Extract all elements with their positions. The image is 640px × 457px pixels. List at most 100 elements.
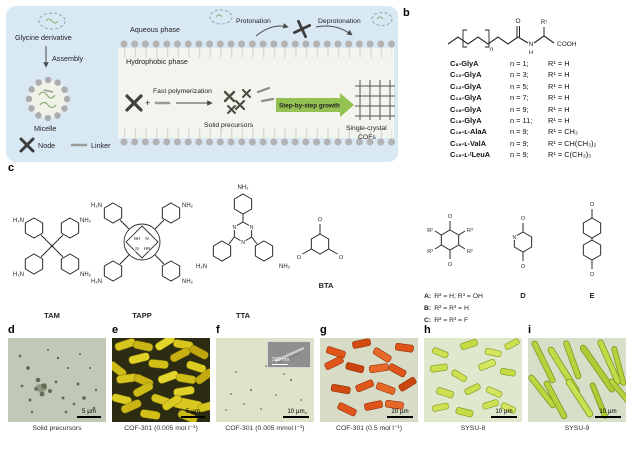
free-node-icon <box>292 19 312 39</box>
aldehyde-o: O <box>448 262 453 268</box>
label-micelle: Micelle <box>34 124 56 133</box>
caption-i: SYSU-9 <box>564 425 590 432</box>
cooh-group: COOH <box>557 41 577 48</box>
atom-h: H <box>529 50 533 56</box>
label-d: D <box>520 291 526 300</box>
amine-label: NH₂ <box>80 218 92 224</box>
micrograph-h: 10 µm SYSU-8 <box>424 338 522 433</box>
amine-label: NH₂ <box>238 185 250 191</box>
label-fast-polymerization: Fast polymerization <box>153 88 212 95</box>
label-assembly: Assembly <box>52 54 84 63</box>
node-icon <box>19 137 35 153</box>
label-hydrophobic-phase: Hydrophobic phase <box>126 57 188 66</box>
amine-label: H₂N <box>13 272 24 278</box>
e-structure: O O <box>582 202 602 278</box>
repeat-count-n: n <box>490 47 494 53</box>
glycine-squiggle-icon <box>45 14 384 24</box>
caption-f: COF-301 (0.005 mmol l⁻¹) <box>225 425 305 432</box>
cof-rods-green <box>429 338 520 418</box>
label-tam: TAM <box>44 311 60 320</box>
precursor-particles <box>18 349 98 414</box>
label-tta: TTA <box>236 311 251 320</box>
aldehyde-o: O <box>590 202 595 208</box>
amphiphile-structure: n O N H R¹ COOH <box>447 18 577 56</box>
label-node: Node <box>38 141 55 150</box>
label-linker: Linker <box>91 141 111 150</box>
label-tapp: TAPP <box>132 311 151 320</box>
amine-label: NH₂ <box>182 279 194 285</box>
amine-label: H₂N <box>91 279 102 285</box>
aldehyde-o: O <box>339 255 344 261</box>
scale-bar: 10 µm <box>283 408 309 418</box>
cof-rods-yellow <box>112 338 210 422</box>
micrograph-e: 5 µm COF-301 (0.005 mol l⁻¹) <box>112 338 210 433</box>
r3-substituent: R³ <box>427 249 433 255</box>
porphyrin-n: N <box>145 236 148 241</box>
scale-bar: 5 µm <box>181 408 205 418</box>
panel-letter-c: c <box>8 162 15 174</box>
d-structure: N O O <box>511 216 533 270</box>
micrograph-d: 5 µm Solid precursors <box>8 338 106 433</box>
pyridine-n: N <box>512 235 516 241</box>
bta-structure: O O O <box>297 217 344 261</box>
aldehyde-o: O <box>297 255 302 261</box>
node-in-membrane-icon <box>125 94 143 112</box>
micrograph-g-image: 20 µm <box>320 338 418 422</box>
label-glycine-derivative: Glycine derivative <box>15 33 72 42</box>
panel-c-monomers: H₂N NH₂ H₂N NH₂ TAM NH N N HN H₂N NH₂ H₂… <box>0 164 640 334</box>
triazine-n: N <box>250 225 254 231</box>
cof-long-rods <box>528 339 626 420</box>
amine-label: NH₂ <box>182 203 194 209</box>
aldehyde-o: O <box>521 264 526 270</box>
amine-label: H₂N <box>91 203 102 209</box>
micrograph-i: 10 µm SYSU-9 <box>528 338 626 433</box>
micrograph-e-image: 5 µm <box>112 338 210 422</box>
deprotonation-arrow <box>315 25 353 36</box>
caption-e: COF-301 (0.005 mol l⁻¹) <box>124 425 198 432</box>
panel-letter-i: i <box>528 324 532 336</box>
panel-letter-e: e <box>112 324 119 336</box>
scale-bar: 20 µm <box>387 408 413 418</box>
porphyrin-nh: NH <box>134 236 141 241</box>
amine-label: NH₂ <box>279 264 291 270</box>
variant-b: B:R² = R³ = H <box>424 305 469 312</box>
amine-label: H₂N <box>196 264 207 270</box>
nanorod <box>274 346 305 363</box>
panel-letter-h: h <box>424 324 431 336</box>
amine-label: H₂N <box>13 218 24 224</box>
r2-substituent: R² <box>467 249 473 255</box>
panel-letter-d: d <box>8 324 15 336</box>
label-single-crystal-2: COFs <box>358 134 376 141</box>
inset-scale-bar: 200 nm <box>272 357 289 365</box>
glycine-molecule-icon <box>38 9 393 30</box>
micelle-icon <box>25 76 71 122</box>
scale-bar: 10 µm <box>595 408 621 418</box>
plus-sign: + <box>145 98 150 108</box>
cof-rods-orange <box>324 338 417 417</box>
protonation-arrow <box>255 23 289 37</box>
bracket-open <box>462 29 467 48</box>
micrograph-f-image: 200 nm 10 µm <box>216 338 314 422</box>
caption-d: Solid precursors <box>32 425 82 432</box>
micrograph-i-image: 10 µm <box>528 338 626 422</box>
panel-a-schematic: Glycine derivative Assembly Micelle Node… <box>6 6 398 162</box>
tta-structure: N N N NH₂ H₂N NH₂ <box>196 185 291 270</box>
tem-inset: 200 nm <box>267 341 311 368</box>
triazine-n: N <box>241 240 245 246</box>
growth-arrow <box>276 93 354 117</box>
micrograph-d-image: 5 µm <box>8 338 106 422</box>
scale-bar: 10 µm <box>491 408 517 418</box>
hydrophobic-region <box>118 48 394 138</box>
aldehyde-o: O <box>590 272 595 278</box>
porphyrin-n: N <box>135 246 138 251</box>
caption-g: COF-301 (0.5 mol l⁻¹) <box>336 425 402 432</box>
label-single-crystal-1: Single-crystal <box>346 125 387 132</box>
porphyrin-hn: HN <box>144 246 151 251</box>
